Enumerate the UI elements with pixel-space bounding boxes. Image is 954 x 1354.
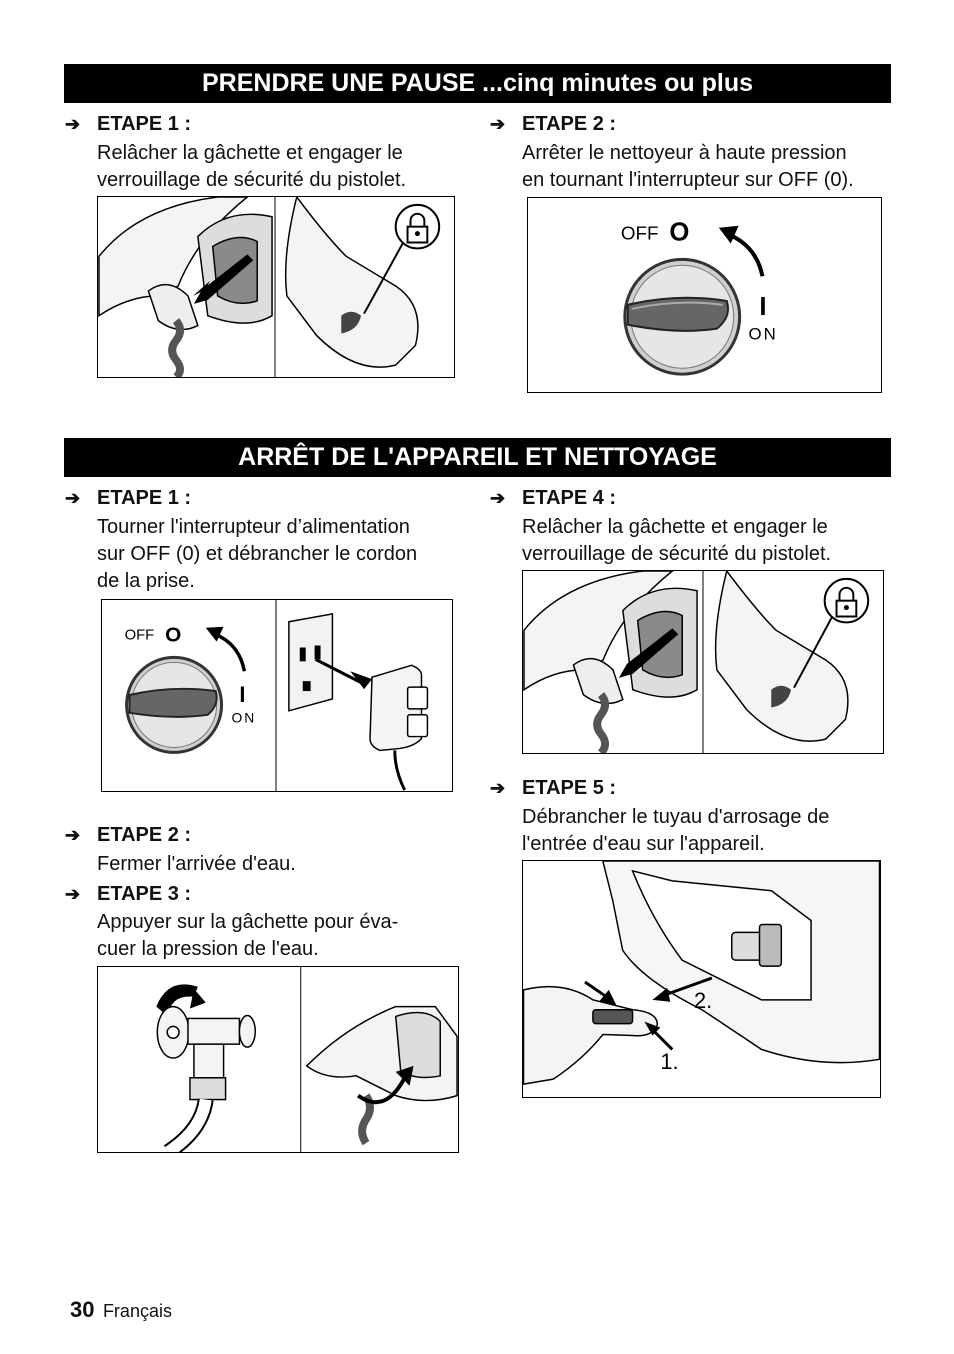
switch-on-label: ON xyxy=(749,325,778,344)
step-text: Fermer l'arrivée d'eau. xyxy=(97,853,296,875)
switch-off-symbol: O xyxy=(669,219,689,247)
step-text: Relâcher la gâchette et engager le verro… xyxy=(522,516,832,565)
switch-off-label: OFF xyxy=(621,223,659,244)
arrow-right-icon: ➔ xyxy=(490,778,506,798)
arrow-right-icon: ➔ xyxy=(490,488,506,508)
step-heading: ➔ETAPE 2 : xyxy=(65,824,192,846)
step-heading: ➔ETAPE 4 : xyxy=(490,487,617,509)
callout-2-label: 2. xyxy=(694,988,712,1013)
switch-on-symbol: I xyxy=(759,293,766,321)
callout-1-label: 1. xyxy=(660,1049,678,1074)
svg-text:O: O xyxy=(165,624,181,647)
step-heading: ➔ETAPE 2 : xyxy=(490,113,617,135)
hose-disconnect-illustration: 2. 1. xyxy=(522,860,881,1098)
language-label: Français xyxy=(102,1301,172,1321)
trigger-lock-illustration xyxy=(97,196,455,378)
svg-text:ON: ON xyxy=(231,710,256,726)
section-title-pause: PRENDRE UNE PAUSE ...cinq minutes ou plu… xyxy=(64,64,891,103)
svg-text:OFF: OFF xyxy=(125,628,155,644)
step-heading: ➔ETAPE 5 : xyxy=(490,777,617,799)
step-text: Arrêter le nettoyeur à haute pression en… xyxy=(522,142,854,191)
switch-and-plug-illustration: OFF O I ON xyxy=(101,599,453,792)
svg-text:I: I xyxy=(239,682,245,707)
step-text: Tourner l'interrupteur d’alimentation su… xyxy=(97,516,418,592)
section-title-arret: ARRÊT DE L'APPAREIL ET NETTOYAGE xyxy=(64,438,891,477)
arrow-right-icon: ➔ xyxy=(65,488,81,508)
step-heading: ➔ETAPE 1 : xyxy=(65,487,192,509)
step-heading: ➔ETAPE 1 : xyxy=(65,113,192,135)
step-text: Relâcher la gâchette et engager le verro… xyxy=(97,142,407,191)
arrow-right-icon: ➔ xyxy=(65,884,81,904)
step-text: Appuyer sur la gâchette pour éva- cuer l… xyxy=(97,911,399,960)
arrow-right-icon: ➔ xyxy=(490,114,506,134)
trigger-lock-illustration xyxy=(522,570,884,754)
step-text: Débrancher le tuyau d'arrosage de l'entr… xyxy=(522,806,830,855)
faucet-and-trigger-illustration xyxy=(97,966,459,1153)
page-number: 30 xyxy=(70,1297,95,1322)
page-footer: 30 Français xyxy=(70,1297,172,1323)
arrow-right-icon: ➔ xyxy=(65,825,81,845)
arrow-right-icon: ➔ xyxy=(65,114,81,134)
power-switch-illustration: OFF O I ON xyxy=(527,197,882,393)
step-heading: ➔ETAPE 3 : xyxy=(65,883,192,905)
